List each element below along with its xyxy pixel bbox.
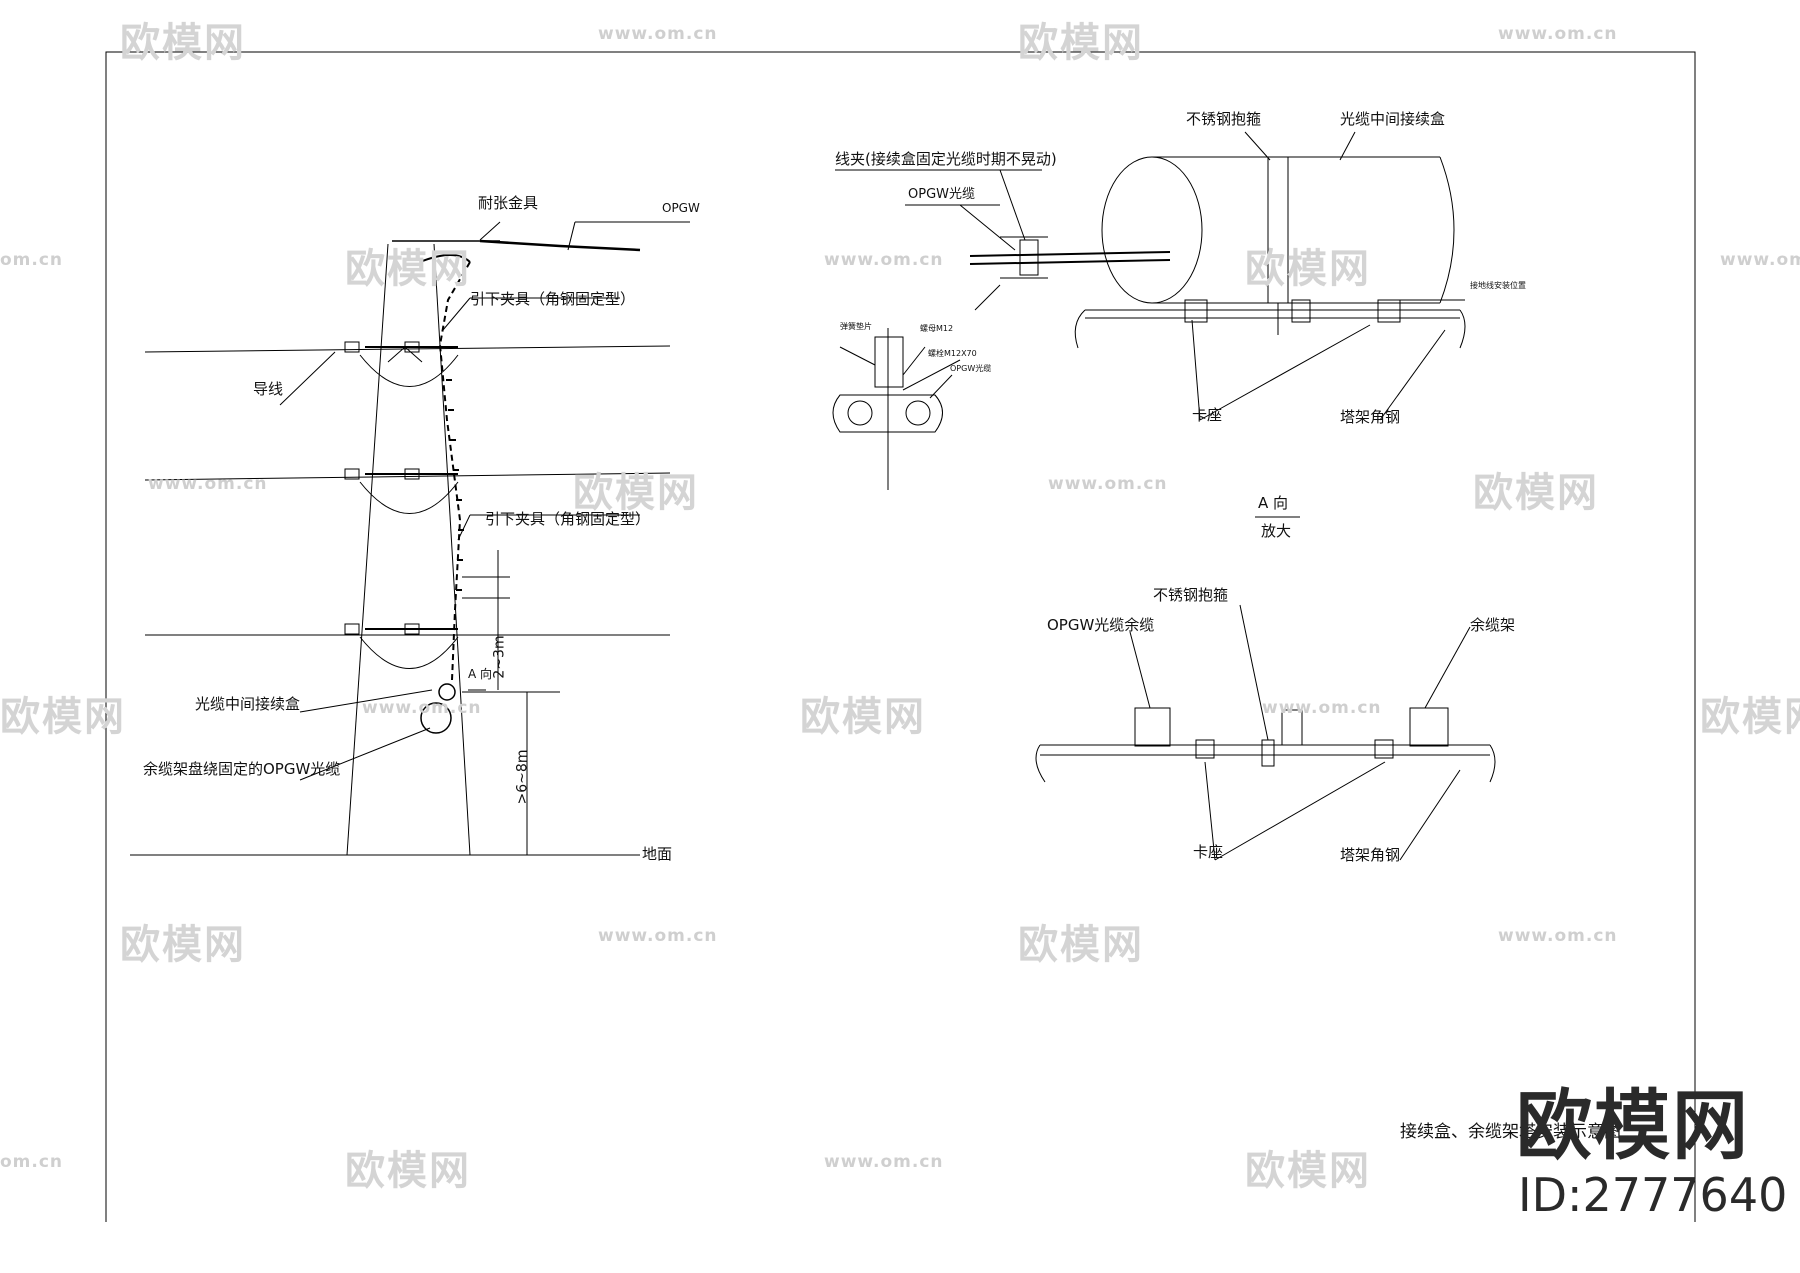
watermark-url: www.om.cn — [824, 1152, 944, 1172]
watermark-logo: 欧模网 — [573, 470, 699, 516]
label-angle-steel-detail: 塔架角钢 — [1340, 408, 1401, 426]
watermark-logo: 欧模网 — [120, 20, 246, 66]
label-height-dim: >6~8m — [514, 749, 531, 805]
watermark-url: www.om.cn — [1262, 698, 1382, 718]
watermark-logo: 欧模网 — [1018, 922, 1144, 968]
model-id: ID:2777640 — [1518, 1168, 1788, 1222]
watermark-url: www.om.cn — [1720, 250, 1800, 270]
view-a-enlarged — [1035, 516, 1496, 861]
label-reserve-coil: 余缆架盘绕固定的OPGW光缆 — [143, 760, 341, 778]
watermark-url: www.om.cn — [148, 474, 268, 494]
label-view-a-marker: A 向 — [468, 667, 493, 681]
label-spacing-dim: 2~3m — [491, 635, 508, 679]
label-down-lead-clamp-top: 引下夹具（角钢固定型） — [470, 290, 636, 308]
label-ss-band: 不锈钢抱箍 — [1186, 110, 1262, 128]
watermark-logo: 欧模网 — [800, 694, 926, 740]
watermark-logo: 欧模网 — [1245, 1148, 1371, 1194]
label-reserve-rack: 余缆架 — [1470, 616, 1516, 634]
label-opgw: OPGW — [662, 201, 700, 215]
watermark-url: www.om.cn — [1498, 926, 1618, 946]
label-ground-wire: 接地线安装位置 — [1470, 281, 1526, 290]
watermark-logo: 欧模网 — [0, 694, 126, 740]
label-opgw-reserve: OPGW光缆余缆 — [1047, 616, 1155, 634]
label-tension-fitting: 耐张金具 — [478, 194, 539, 212]
splice-box-detail — [832, 131, 1466, 490]
drawing-frame — [105, 51, 1696, 1222]
label-seat-a: 卡座 — [1193, 843, 1224, 861]
label-view-a-enlarged: 放大 — [1261, 522, 1292, 540]
watermark-logo: 欧模网 — [1245, 246, 1371, 292]
label-clamp-note: 线夹(接续盒固定光缆时期不晃动) — [835, 150, 1057, 168]
label-splice-box: 光缆中间接续盒 — [195, 695, 301, 713]
watermark-url: om.cn — [0, 250, 64, 270]
tower-elevation — [130, 221, 690, 856]
watermark-url: www.om.cn — [824, 250, 944, 270]
watermark-url: www.om.cn — [1048, 474, 1168, 494]
watermark-logo: 欧模网 — [345, 1148, 471, 1194]
label-nut: 螺母M12 — [920, 324, 954, 333]
brand-watermark: 欧模网 — [1516, 1081, 1750, 1170]
watermark-url: www.om.cn — [362, 698, 482, 718]
drawing-caption: 接续盒、余缆架塔安装示意图 — [1400, 1122, 1621, 1142]
watermark-logo: 欧模网 — [1018, 20, 1144, 66]
label-opgw-small: OPGW光缆 — [950, 364, 992, 373]
label-bolt: 螺栓M12X70 — [928, 349, 977, 358]
watermark-logo: 欧模网 — [1700, 694, 1800, 740]
label-splice-box-detail: 光缆中间接续盒 — [1340, 110, 1446, 128]
label-ground: 地面 — [642, 845, 673, 863]
watermark-url: www.om.cn — [598, 24, 718, 44]
watermark-url: www.om.cn — [598, 926, 718, 946]
watermark-url: www.om.cn — [1498, 24, 1618, 44]
label-spring-washer: 弹簧垫片 — [840, 322, 872, 331]
label-angle-steel-a: 塔架角钢 — [1340, 846, 1401, 864]
label-view-a-title: A 向 — [1258, 494, 1289, 512]
watermark-url: om.cn — [0, 1152, 64, 1172]
label-seat-detail: 卡座 — [1192, 406, 1223, 424]
label-opgw-cable: OPGW光缆 — [908, 187, 975, 202]
label-ss-band-a: 不锈钢抱箍 — [1153, 586, 1229, 604]
watermark-logo: 欧模网 — [345, 246, 471, 292]
label-conductor: 导线 — [253, 380, 284, 398]
watermark-logo: 欧模网 — [120, 922, 246, 968]
watermark-logo: 欧模网 — [1473, 470, 1599, 516]
label-down-lead-clamp-mid: 引下夹具（角钢固定型） — [485, 510, 651, 528]
